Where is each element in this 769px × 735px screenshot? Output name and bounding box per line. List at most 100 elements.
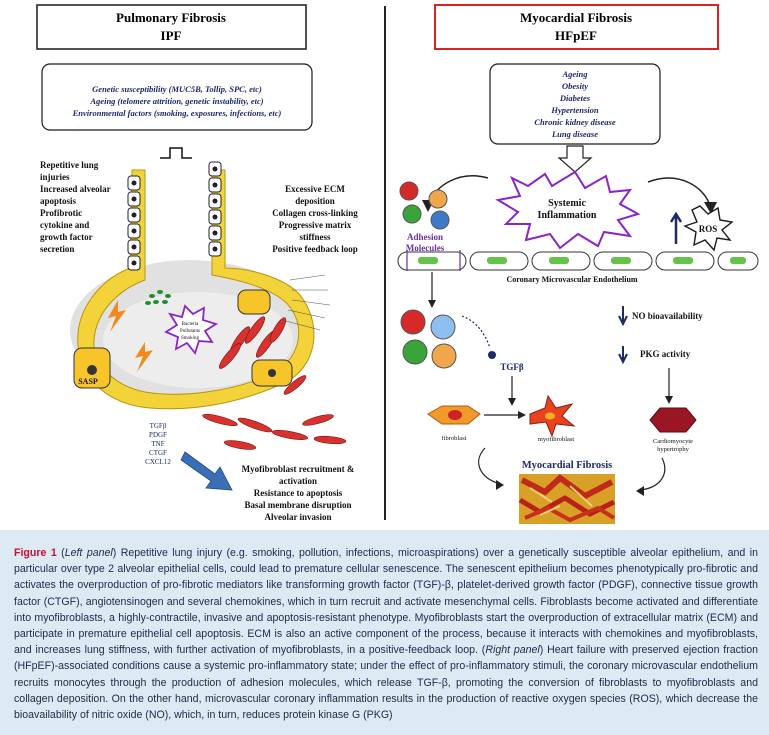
right-title-line2: HFpEF <box>555 28 597 43</box>
left-list-line: growth factor <box>40 232 93 242</box>
tgfb-molecule-icon <box>488 351 496 359</box>
risk-factor-ageing: Ageing (telomere attrition, genetic inst… <box>89 96 263 106</box>
outcome-line: Alveolar invasion <box>264 512 331 522</box>
right-title-box <box>434 4 719 50</box>
arrowhead-icon <box>518 411 526 419</box>
comorbidity-item: Obesity <box>562 81 588 91</box>
curve-arrow-right-bottom <box>639 457 666 491</box>
cell-nucleus <box>87 365 97 375</box>
burst-label: Pollutants <box>180 329 200 334</box>
curve-arrow-left-bottom <box>478 447 501 485</box>
left-list-line: cytokine and <box>40 220 89 230</box>
arrowhead-icon <box>428 300 436 308</box>
outcome-line: Myofibroblast recruitment & <box>242 464 355 474</box>
endothelium-row <box>397 251 759 271</box>
ros-up-arrow-icon <box>669 211 683 244</box>
left-title-line2: IPF <box>161 28 182 43</box>
myofibroblast-label: myofibroblast <box>538 436 575 443</box>
cardiomyocyte-label: Cardiomyocyte <box>653 438 693 445</box>
mediator-label: CTGF <box>149 449 167 457</box>
comorbidity-item: Diabetes <box>559 93 591 103</box>
airway-nuclei <box>131 166 218 266</box>
fibrosis-histology-image <box>518 474 616 524</box>
risk-factor-genetic: Genetic susceptibility (MUC5B, Tollip, S… <box>92 84 262 94</box>
no-label: NO bioavailability <box>632 311 703 321</box>
left-injury-list: Repetitive lung injuries Increased alveo… <box>40 160 111 254</box>
ecm-list: Excessive ECM deposition Collagen cross-… <box>272 184 358 254</box>
fibroblast-label: fibroblast <box>442 435 467 442</box>
comorbidities-box <box>489 63 661 145</box>
tgfb-dotted-path <box>461 315 491 349</box>
pkg-down-arrow-icon <box>618 346 628 365</box>
airway-cells-right <box>208 161 222 257</box>
ros-label: ROS <box>699 224 718 234</box>
no-down-arrow-icon <box>618 306 628 327</box>
figure-caption: Figure 1 (Left panel) Repetitive lung in… <box>14 545 758 723</box>
cardiomyocyte-label: hypertrophy <box>657 446 690 453</box>
curved-arrow-right <box>647 177 711 207</box>
systemic-inflammation-label: Inflammation <box>538 210 597 221</box>
ecm-list-line: deposition <box>295 196 335 206</box>
lightning-bolt-icon <box>108 300 126 332</box>
arrowhead-icon <box>665 396 673 404</box>
monocyte-cluster-top <box>399 181 450 230</box>
endothelium-nuclei <box>418 257 746 264</box>
comorbidity-item: Chronic kidney disease <box>534 117 615 127</box>
collagen-fibers <box>281 274 331 331</box>
ros-burst <box>683 205 734 252</box>
outcome-line: activation <box>279 476 317 486</box>
mediator-label: TGFβ <box>150 422 167 430</box>
mediator-label: TNF <box>151 440 164 448</box>
myofibroblast-nucleus <box>545 412 555 420</box>
outcome-line: Basal membrane disruption <box>244 500 351 510</box>
lightning-bolt-icon <box>135 342 153 372</box>
left-list-line: injuries <box>40 172 70 182</box>
arrowhead-icon <box>636 486 644 496</box>
ecm-list-line: Positive feedback loop <box>272 244 358 254</box>
alveolus-illustration: Bacteria Pollutants Smoking <box>70 161 347 450</box>
comorbidity-item: Lung disease <box>551 129 598 139</box>
myofibroblast-strands <box>202 316 347 450</box>
square-pulse-icon <box>160 147 192 159</box>
comorbidity-list: Ageing Obesity Diabetes Hypertension Chr… <box>534 69 615 139</box>
arrowhead-icon <box>496 480 504 490</box>
ecm-list-line: Excessive ECM <box>285 184 345 194</box>
caption-text: ) Heart failure with preserved ejection … <box>14 644 758 722</box>
left-title-line1: Pulmonary Fibrosis <box>116 10 226 25</box>
left-list-line: Repetitive lung <box>40 160 99 170</box>
green-particles <box>145 290 171 305</box>
left-panel-tag: Left panel <box>64 547 113 559</box>
ecm-list-line: Collagen cross-linking <box>272 208 358 218</box>
cell-nucleus <box>268 369 276 377</box>
burst-label: Smoking <box>181 336 200 341</box>
burst-label: Bacteria <box>182 322 199 327</box>
curved-arrowhead-icon <box>704 202 717 214</box>
mediator-label: CXCL12 <box>145 458 171 466</box>
comorbidity-item: Hypertension <box>550 105 598 115</box>
arrowhead-icon <box>508 398 516 406</box>
caption-text: ) Repetitive lung injury (e.g. smoking, … <box>14 547 758 657</box>
ecm-list-line: Progressive matrix <box>279 220 352 230</box>
left-list-line: Profibrotic <box>40 208 82 218</box>
systemic-inflammation-burst <box>495 170 641 250</box>
risk-factors-box <box>41 63 313 131</box>
left-list-line: secretion <box>40 244 74 254</box>
outcome-line: Resistance to apoptosis <box>254 488 343 498</box>
myocardial-fibrosis-label: Myocardial Fibrosis <box>522 460 613 471</box>
cardiomyocyte-cell <box>649 407 697 433</box>
systemic-inflammation-label: Systemic <box>548 198 586 209</box>
right-title-line1: Myocardial Fibrosis <box>520 10 632 25</box>
risk-factor-environment: Environmental factors (smoking, exposure… <box>72 108 282 118</box>
tgfb-label: TGFβ <box>500 362 524 372</box>
adhesion-markers <box>406 250 461 271</box>
pkg-label: PKG activity <box>640 349 691 359</box>
ecm-list-line: stiffness <box>300 232 331 242</box>
endothelium-label: Coronary Microvascular Endothelium <box>506 275 637 284</box>
outcome-list: Myofibroblast recruitment & activation R… <box>242 464 355 522</box>
right-panel-tag: Right panel <box>485 644 540 657</box>
senescent-type2-cell <box>237 289 271 315</box>
fibroblast-nucleus <box>448 410 462 420</box>
outcome-arrow-icon <box>180 451 233 491</box>
caption-text: ( <box>56 547 65 559</box>
